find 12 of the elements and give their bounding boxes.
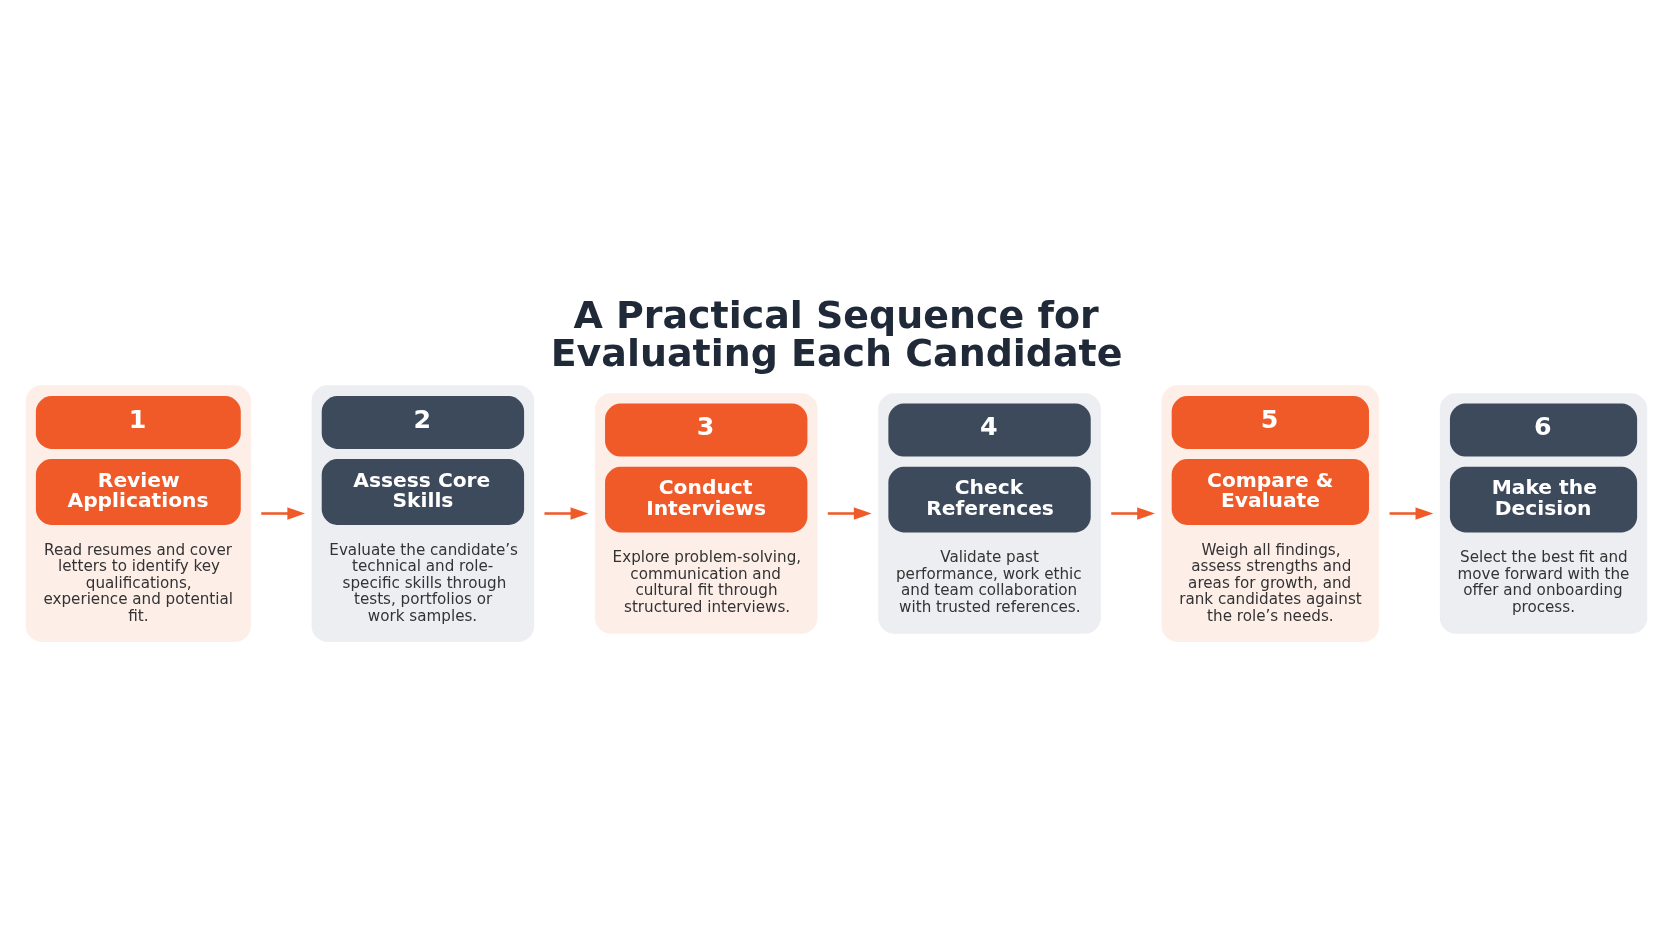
node-box: 6 Make the Decision Select the best fit and move forward with the offer and onboarding process.	[1439, 392, 1647, 634]
arrow	[1389, 506, 1433, 520]
node-box: 1 Review Applications Read resumes and cover letters to identify key qualifications, experience and potential fit.	[25, 384, 251, 642]
node-box: 5 Compare & Evaluate Weigh all findings, assess strengths and areas for growth, and rank candidates against the role’s needs.	[1161, 384, 1379, 642]
arrow	[827, 506, 872, 520]
diagram-title: A Practical Sequence for Evaluating Each Candidate	[550, 292, 1122, 375]
arrow	[260, 506, 305, 520]
arrow	[1110, 506, 1155, 520]
arrow	[543, 506, 588, 520]
node-box: 2 Assess Core Skills Evaluate the candidate’s technical and role-specific skills through tests, portfolios or work samples.	[311, 384, 534, 642]
node-box: 3 Conduct Interviews Explore problem-solving, communication and cultural fit through structured interviews.	[594, 392, 818, 634]
node-box: 4 Check References Validate past performance, work ethic and team collaboration with trusted references.	[877, 392, 1101, 634]
